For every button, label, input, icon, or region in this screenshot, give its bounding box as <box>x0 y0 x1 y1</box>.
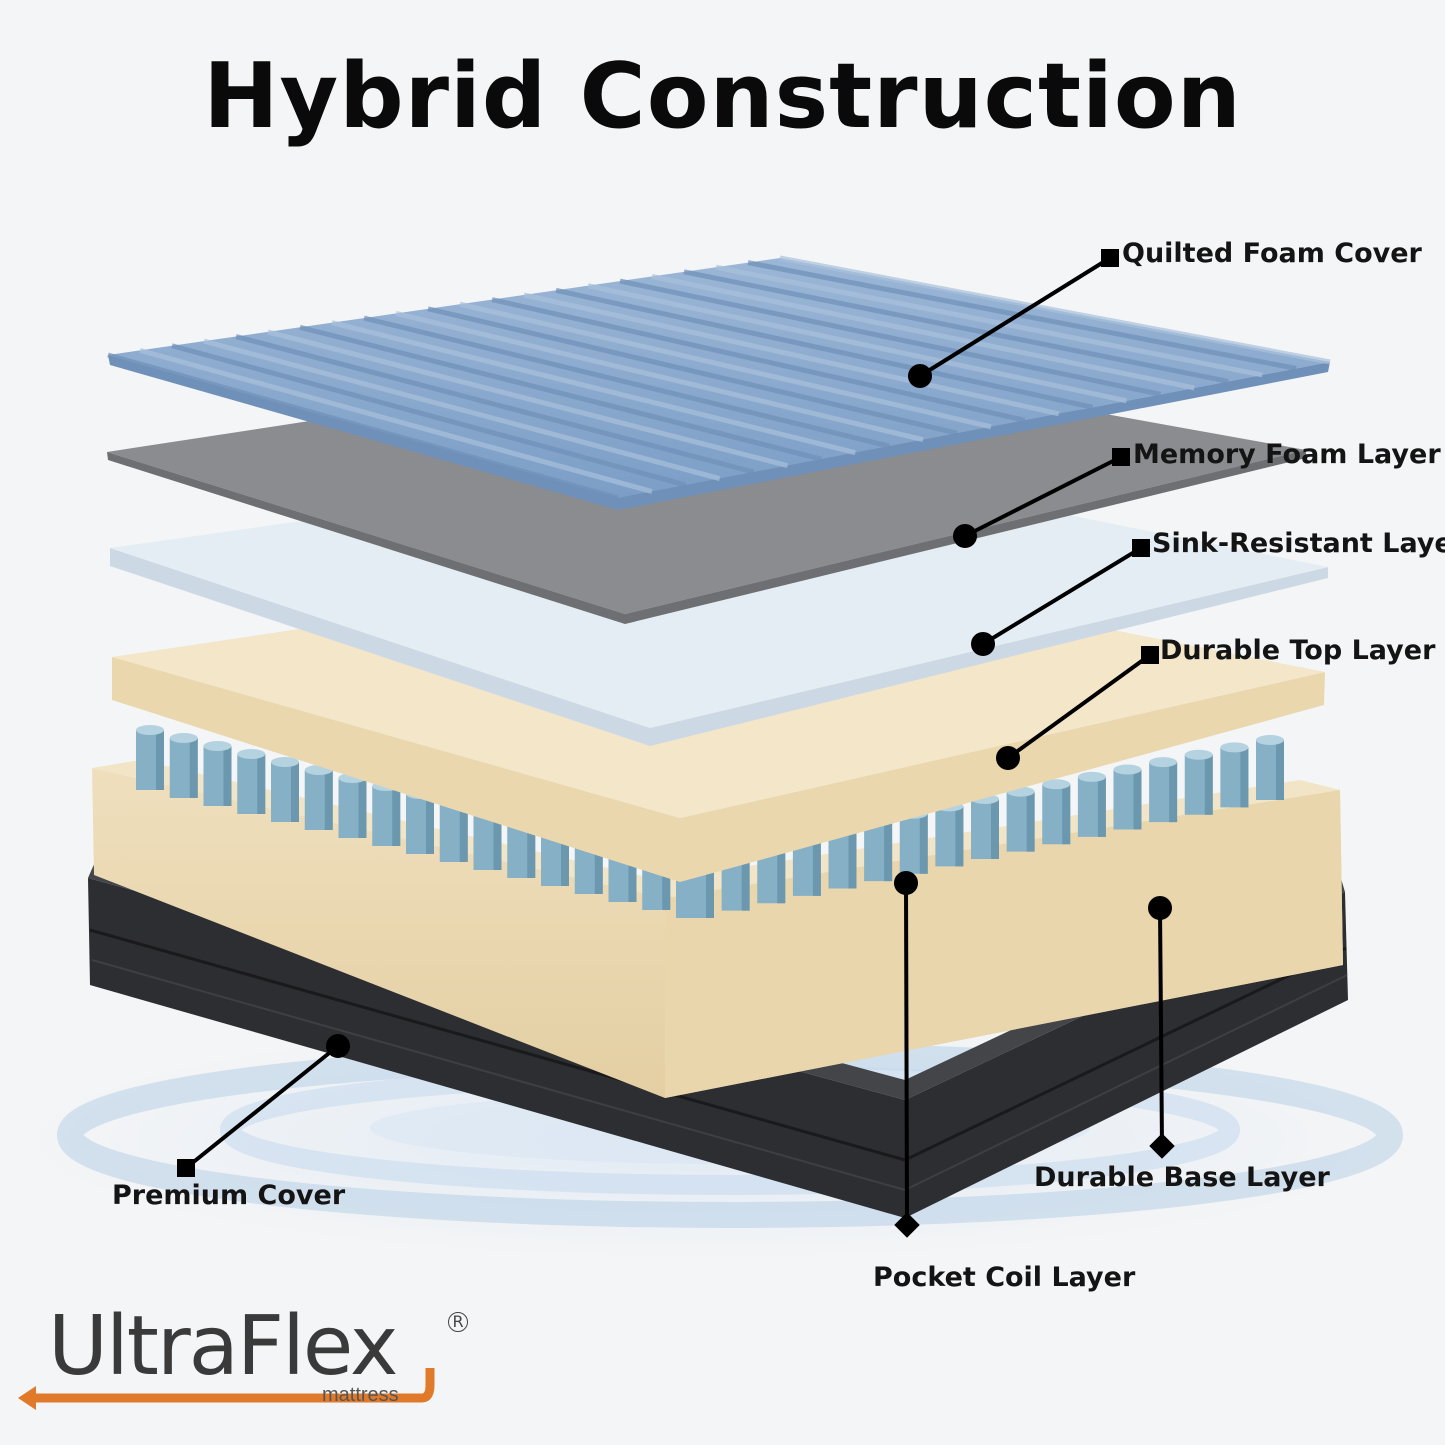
label-durable-base-layer: Durable Base Layer <box>1034 1162 1330 1193</box>
label-durable-top-layer: Durable Top Layer <box>1160 635 1436 666</box>
label-memory-foam-layer: Memory Foam Layer <box>1133 439 1441 470</box>
label-premium-cover: Premium Cover <box>112 1180 346 1211</box>
brand-arrow-icon <box>18 1368 435 1410</box>
brand-logo-text: UltraFlex <box>48 1299 398 1394</box>
leader-lines <box>177 249 1175 1238</box>
label-sink-resistant-layer: Sink-Resistant Layer <box>1152 528 1445 559</box>
label-quilted-foam-cover: Quilted Foam Cover <box>1122 238 1422 269</box>
brand-logo-subtext: mattress <box>322 1384 399 1406</box>
registered-mark: R <box>448 1312 468 1332</box>
page-title: Hybrid Construction <box>203 44 1242 149</box>
label-pocket-coil-layer: Pocket Coil Layer <box>873 1262 1136 1293</box>
premium-cover-base <box>88 862 1348 1218</box>
quilted-foam-cover <box>107 255 1331 510</box>
